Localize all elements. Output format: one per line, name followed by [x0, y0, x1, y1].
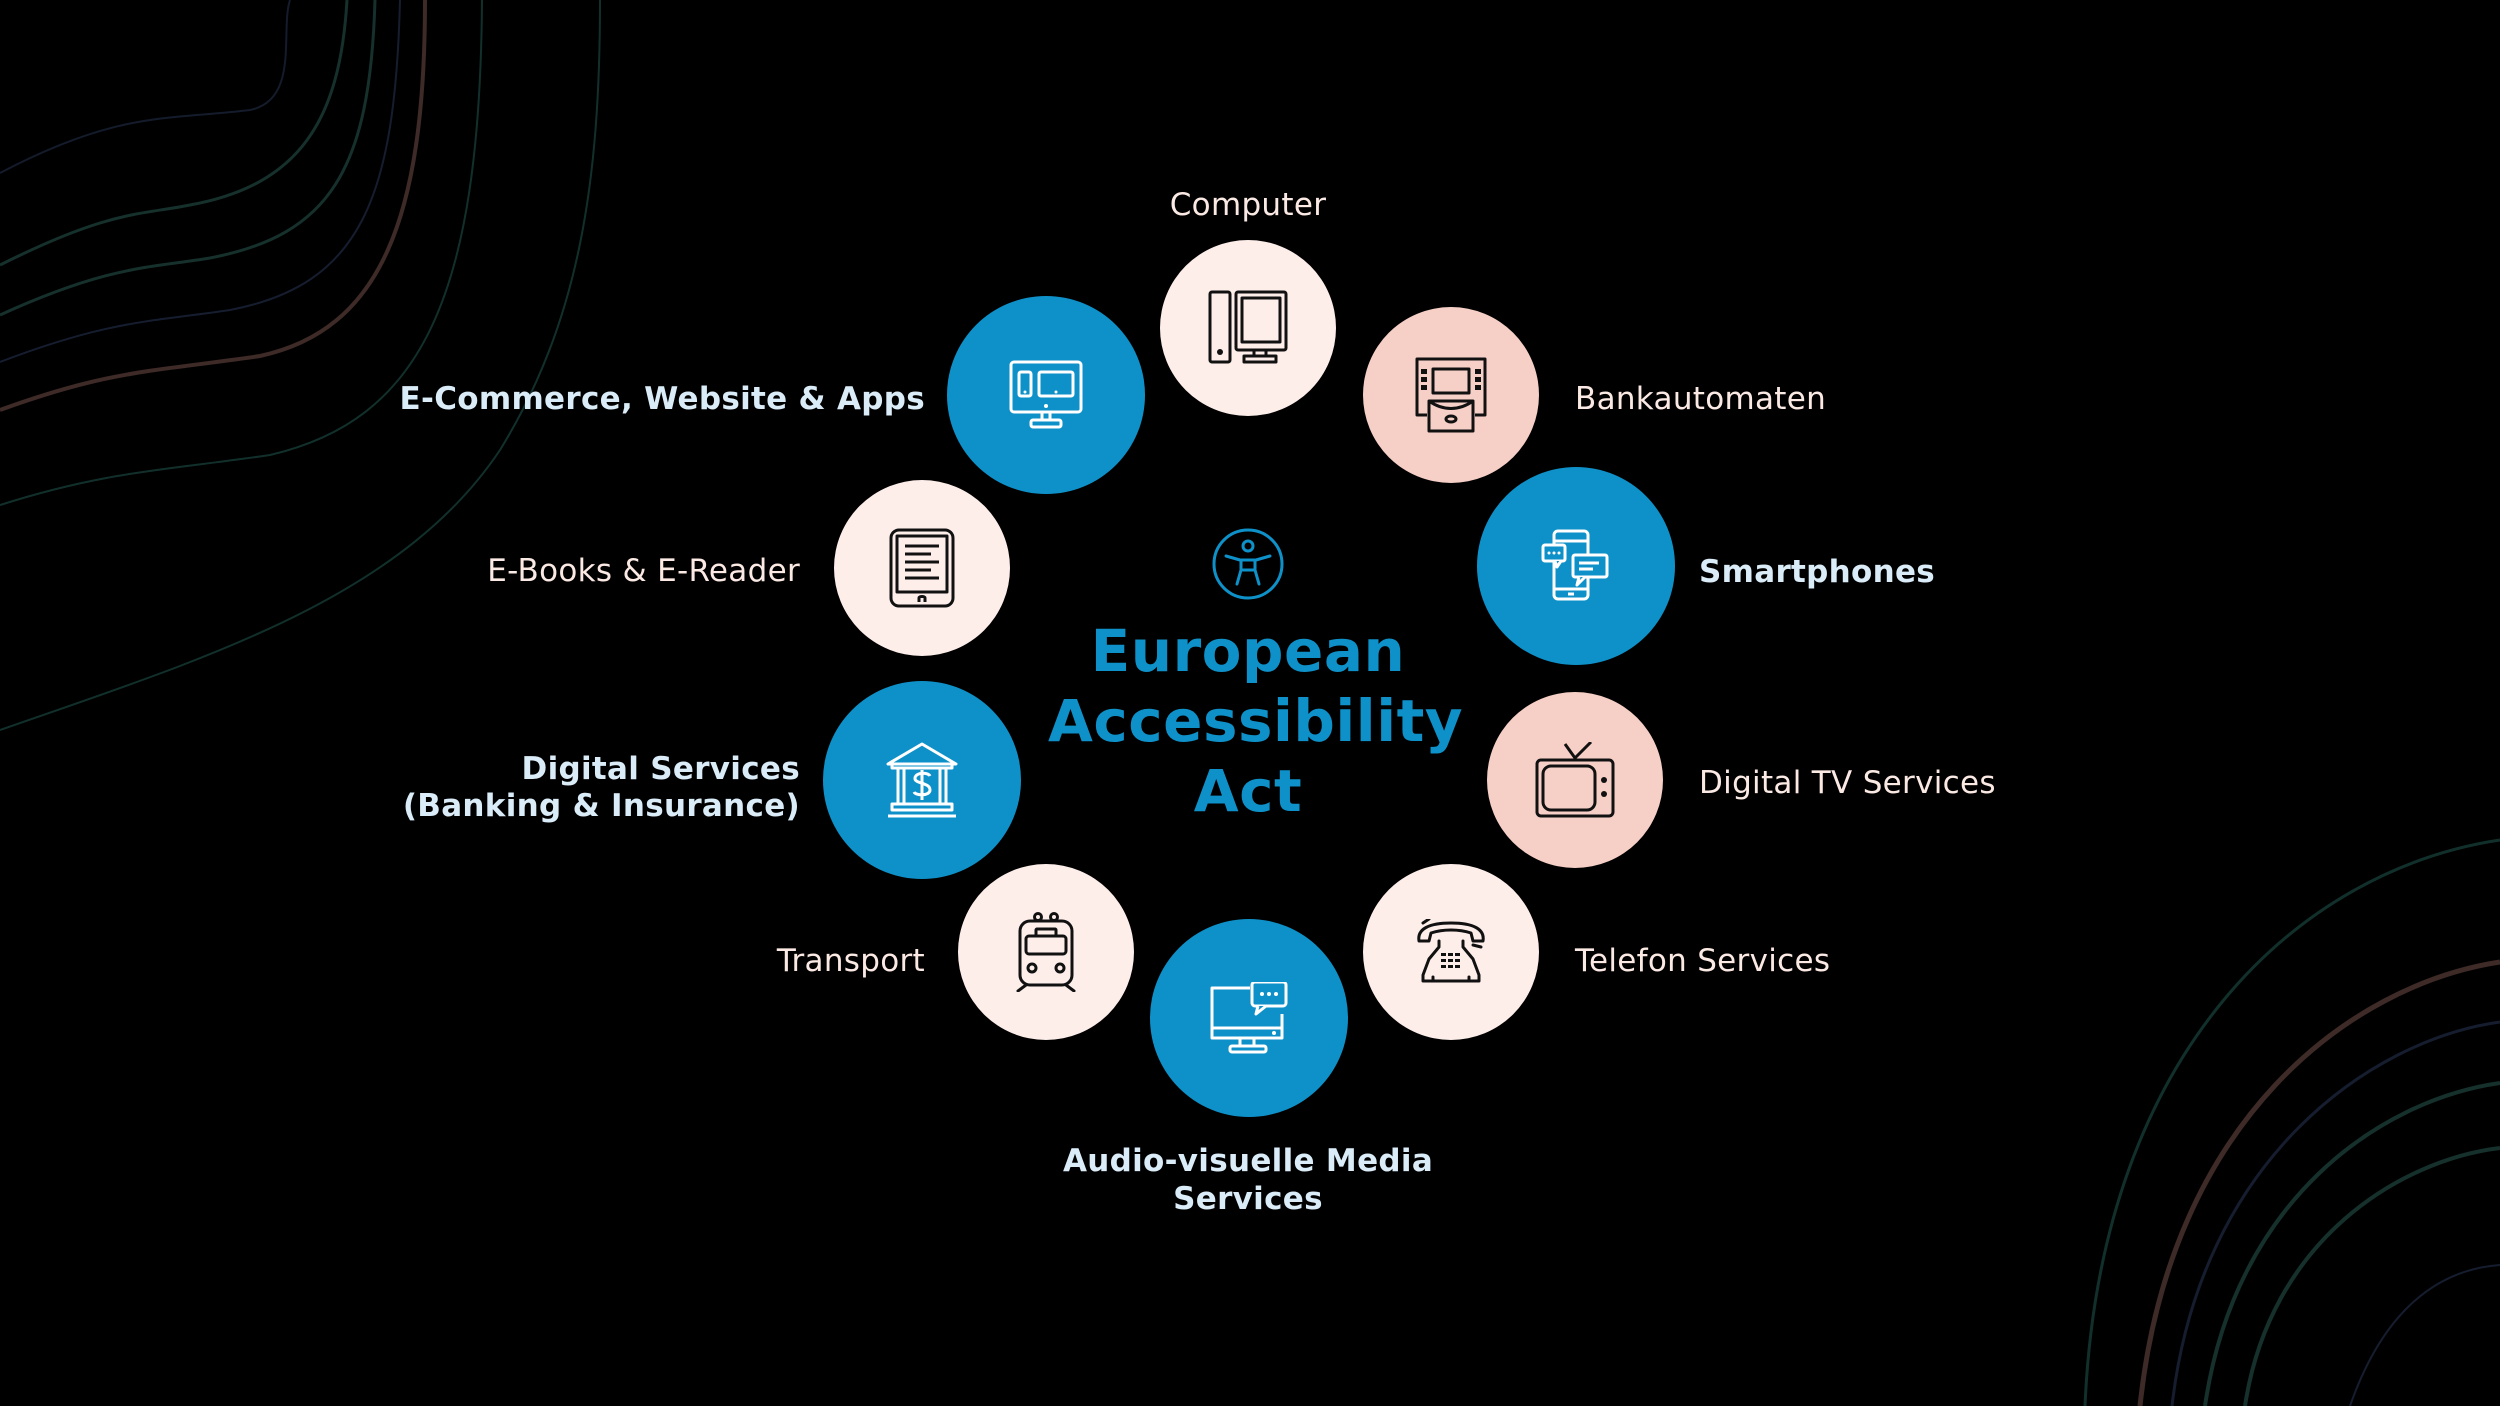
desktop-computer-icon	[1208, 290, 1288, 364]
label-digital-tv: Digital TV Services	[1699, 765, 1996, 801]
label-ecommerce: E-Commerce, Website & Apps	[399, 381, 925, 417]
node-ebooks	[834, 480, 1010, 656]
television-icon	[1535, 742, 1615, 818]
title-line-2: Accessibility	[1048, 687, 1464, 755]
center-title-block: European Accessibility Act	[1048, 526, 1464, 826]
node-audio-visual	[1150, 919, 1348, 1117]
label-ebooks: E-Books & E-Reader	[487, 553, 800, 589]
title-line-3: Act	[1193, 757, 1303, 825]
title-line-1: European	[1090, 617, 1406, 685]
responsive-devices-icon	[1009, 360, 1083, 429]
train-icon	[1016, 912, 1076, 992]
node-digital-services	[823, 681, 1021, 879]
accessibility-icon	[1212, 528, 1284, 600]
smartphone-chat-icon	[1541, 529, 1609, 601]
label-transport: Transport	[776, 943, 925, 979]
monitor-chat-icon	[1210, 982, 1288, 1054]
node-telefon	[1363, 864, 1539, 1040]
label-telefon: Telefon Services	[1575, 943, 1831, 979]
label-audio-visual-line-1: Audio-visuelle Media	[1062, 1143, 1434, 1179]
node-ecommerce	[947, 296, 1145, 494]
bank-dollar-icon	[886, 742, 958, 818]
label-bankautomaten: Bankautomaten	[1575, 381, 1827, 417]
node-smartphones	[1477, 467, 1675, 665]
node-computer	[1160, 240, 1336, 416]
label-digital-services-line-2: (Banking & Insurance)	[402, 788, 800, 824]
node-digital-tv	[1487, 692, 1663, 868]
label-audio-visual-line-2: Services	[1173, 1181, 1323, 1217]
telephone-icon	[1417, 919, 1485, 983]
ereader-icon	[889, 528, 955, 608]
atm-icon	[1415, 357, 1487, 433]
node-bankautomaten	[1363, 307, 1539, 483]
label-computer: Computer	[1169, 187, 1327, 223]
node-transport	[958, 864, 1134, 1040]
label-smartphones: Smartphones	[1699, 554, 1936, 590]
label-digital-services-line-1: Digital Services	[521, 751, 800, 787]
